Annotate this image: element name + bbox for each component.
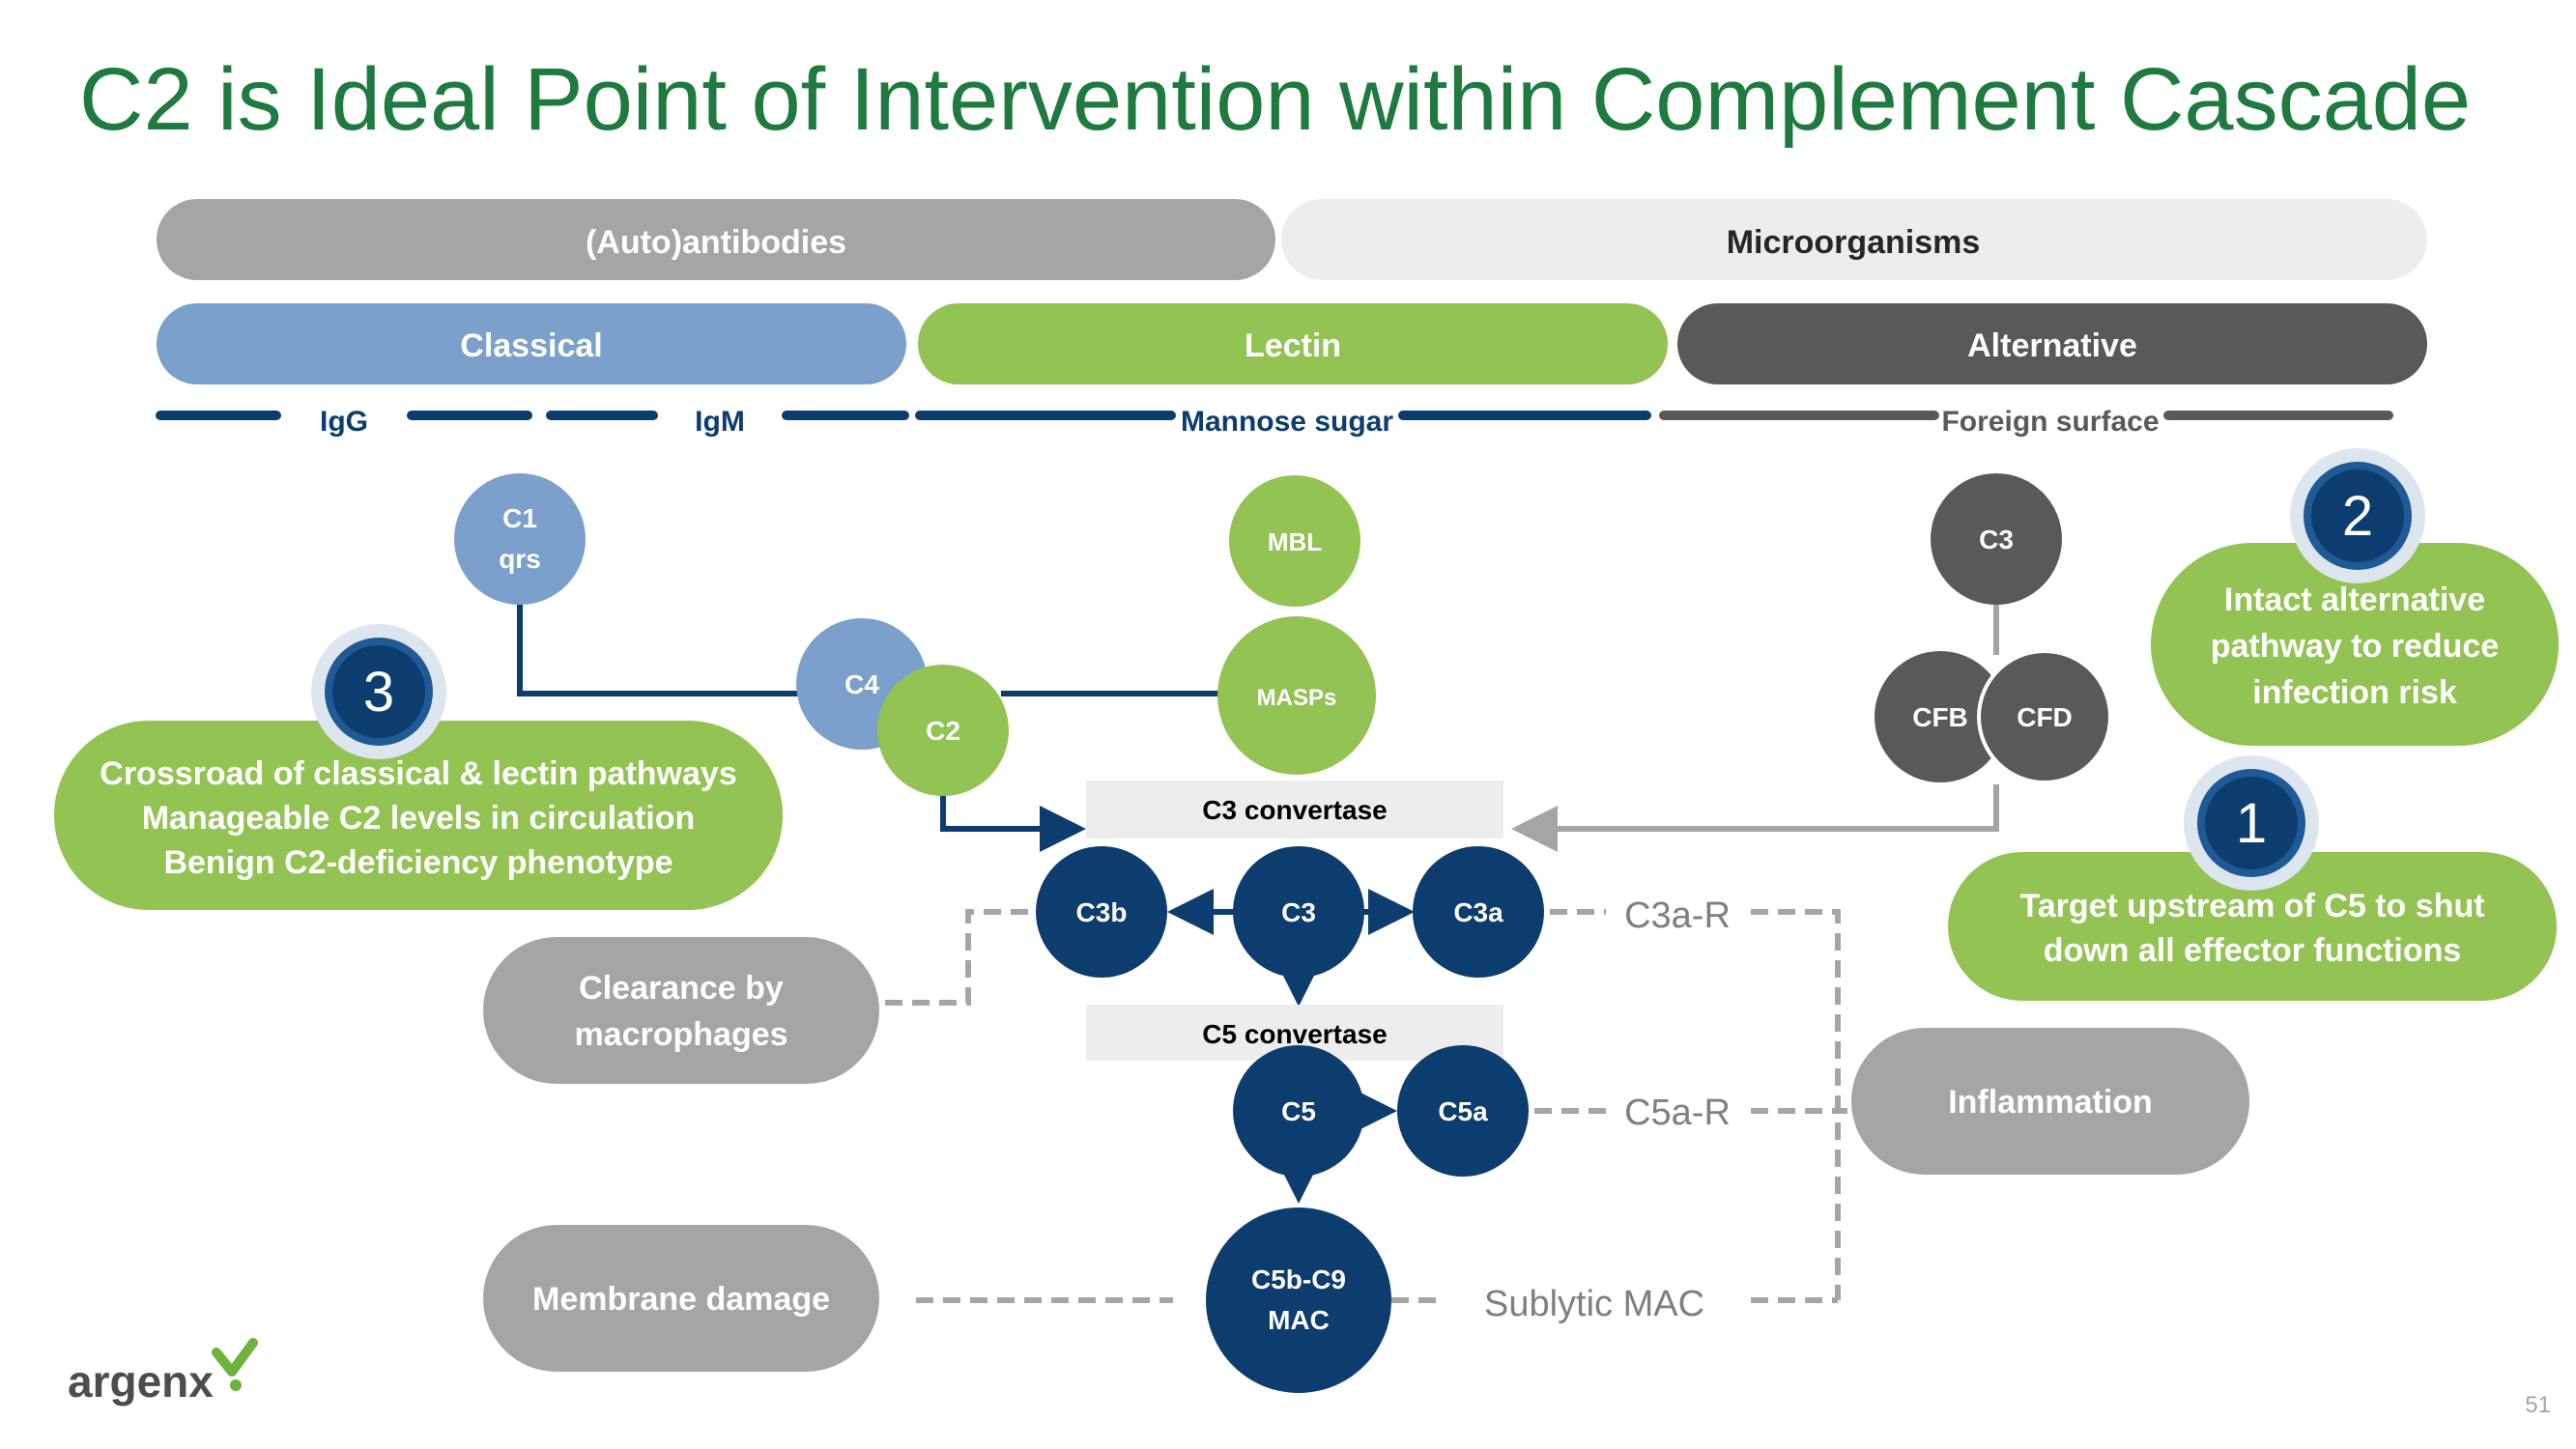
callout-1-line1: Target upstream of C5 to shut [2019,888,2484,924]
callout-3-line1: Crossroad of classical & lectin pathways [100,755,736,792]
callout-1-line2: down all effector functions [2044,932,2462,969]
alternative-connectors [1511,605,1999,852]
c3-alternative-node [1931,473,2062,605]
c5a-label: C5a [1438,1096,1488,1126]
c3a-node [1413,846,1544,978]
mbl-label: MBL [1268,527,1322,556]
argenx-check-icon [212,1338,258,1377]
c5-convertase-label: C5 convertase [1202,1019,1387,1049]
page-number: 51 [2525,1392,2551,1418]
lectin-pathway-label: Lectin [1245,327,1341,364]
c2-label: C2 [926,716,960,746]
cfb-node [1875,651,2006,782]
pathway-connectors [517,601,1415,1204]
classical-pathway-label: Classical [460,327,602,364]
foreign-surface-label: Foreign surface [1941,406,2159,438]
callout-3-pill [54,721,783,910]
membrane-damage-label: Membrane damage [532,1281,830,1318]
lectin-pathway-bar [918,303,1668,384]
effector-connectors [883,909,1847,1303]
masps-node [1217,616,1376,775]
c3-convertase-box [1086,781,1503,838]
inflammation-pill [1851,1028,2249,1175]
c3a-r-label: C3a-R [1624,895,1731,936]
c1qrs-node [454,473,586,605]
callout-2-number: 2 [2342,485,2373,548]
c5a-node [1397,1045,1529,1177]
callout-3-badge [332,645,425,738]
c5-node [1233,1045,1364,1177]
masps-label: MASPs [1257,685,1337,711]
callout-3-number: 3 [363,661,394,724]
clearance-label-line2: macrophages [574,1016,787,1053]
c5a-r-label: C5a-R [1624,1093,1731,1133]
c3a-label: C3a [1453,897,1503,927]
cfd-label: CFD [2017,702,2073,732]
mannose-sugar-label: Mannose sugar [1181,406,1393,438]
microorganisms-bar [1281,199,2427,280]
argenx-dot-icon [230,1379,242,1391]
c1qrs-label-line1: C1 [502,503,537,533]
c3b-node [1036,846,1167,978]
mac-label-line2: MAC [1268,1305,1330,1335]
cfd-node [1981,653,2108,781]
clearance-pill [483,937,879,1084]
c3-label: C3 [1281,897,1316,927]
c1qrs-label-line2: qrs [499,544,541,574]
callout-1-number: 1 [2236,792,2267,855]
alternative-pathway-label: Alternative [1967,327,2137,364]
c2-node [877,665,1009,796]
igg-label: IgG [320,406,368,438]
membrane-damage-pill [483,1225,879,1372]
alternative-pathway-bar [1677,303,2427,384]
c3-node [1233,846,1364,978]
c5-label: C5 [1281,1096,1316,1126]
page-title: C2 is Ideal Point of Intervention within… [79,50,2471,149]
igm-label: IgM [695,406,745,438]
sublytic-mac-label: Sublytic MAC [1484,1284,1704,1324]
inflammation-label: Inflammation [1948,1084,2153,1121]
callout-3-line3: Benign C2-deficiency phenotype [163,844,673,881]
callout-2-line3: infection risk [2252,674,2457,711]
cfb-label: CFB [1912,702,1968,732]
callout-2-line2: pathway to reduce [2211,628,2500,665]
classical-pathway-bar [157,303,906,384]
mac-node [1206,1208,1391,1393]
c4-label: C4 [844,669,879,699]
mac-label-line1: C5b-C9 [1251,1264,1346,1294]
callout-1-pill [1948,852,2557,1001]
autoantibodies-bar [157,199,1275,280]
callout-3-line2: Manageable C2 levels in circulation [142,800,696,837]
autoantibodies-label: (Auto)antibodies [586,224,846,261]
c3b-label: C3b [1076,897,1128,927]
mbl-node [1229,475,1360,607]
c3-alternative-label: C3 [1979,525,2014,554]
callout-2-pill [2151,543,2559,746]
argenx-logo: argenx [68,1338,258,1406]
clearance-label-line1: Clearance by [579,970,784,1007]
callout-1-badge [2205,777,2298,869]
microorganisms-label: Microorganisms [1727,224,1981,261]
argenx-wordmark: argenx [68,1356,214,1406]
callout-2-badge [2311,469,2404,562]
callout-2-line1: Intact alternative [2224,582,2485,618]
c3-convertase-label: C3 convertase [1202,795,1387,825]
